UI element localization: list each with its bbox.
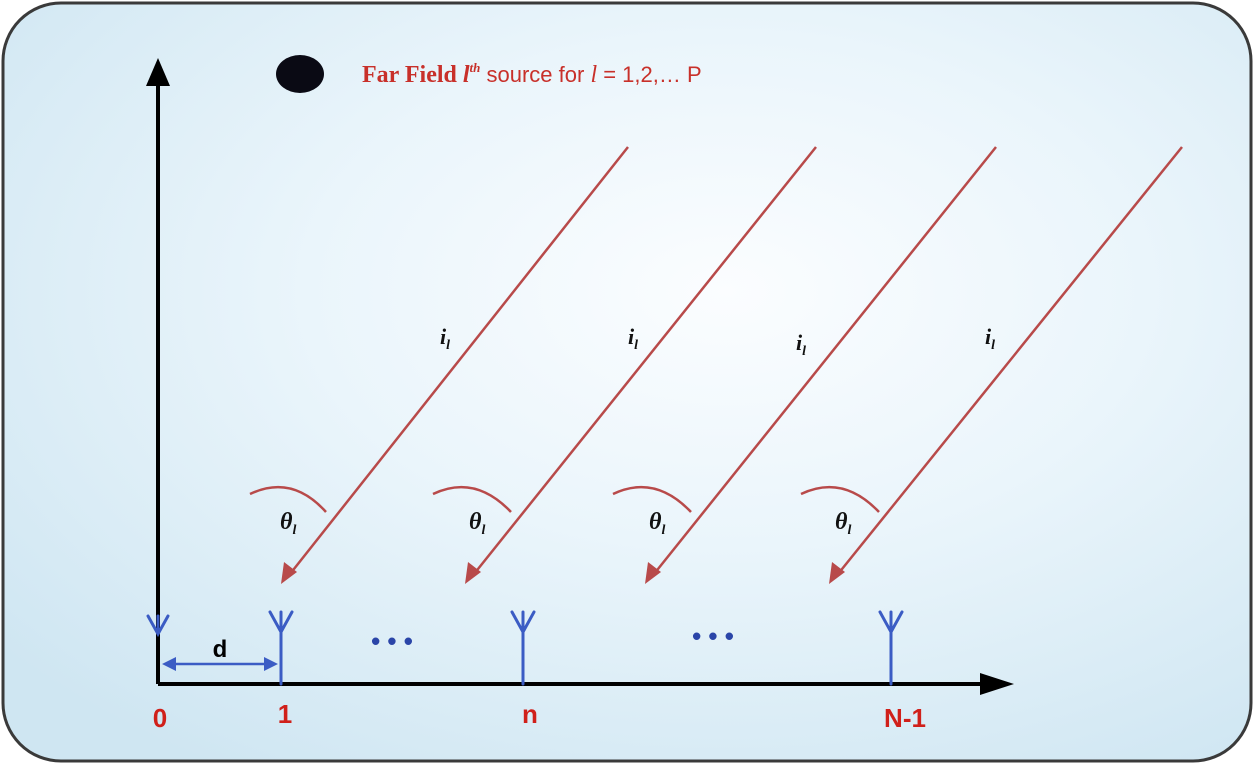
ray-label-3-sub: l xyxy=(802,344,806,359)
angle-label-4-base: θ xyxy=(835,509,848,535)
antenna-icon xyxy=(878,610,904,686)
spacing-indicator: d xyxy=(162,636,278,671)
spacing-arrowhead-left xyxy=(162,657,176,671)
angle-label-4-sub: l xyxy=(847,523,851,538)
antenna-elements xyxy=(146,610,904,686)
angle-label-3-base: θ xyxy=(649,509,662,535)
title-index-var: l xyxy=(590,62,597,88)
antenna-icon xyxy=(146,614,170,638)
angle-label-2-base: θ xyxy=(469,509,482,535)
ray-label-4: il xyxy=(985,324,995,353)
coordinate-axes xyxy=(146,58,1014,695)
ray-label-2-sub: l xyxy=(634,338,638,353)
incident-ray-1 xyxy=(289,146,629,575)
title-ordinal-var: l xyxy=(463,62,470,88)
ray-arrowhead-4 xyxy=(829,562,845,584)
angle-label-4: θl xyxy=(835,509,851,538)
spacing-arrowhead-right xyxy=(264,657,278,671)
ray-label-4-sub: l xyxy=(991,338,995,353)
antenna-element-0 xyxy=(146,614,170,638)
ray-label-4-base: i xyxy=(985,324,992,349)
far-field-source-dot xyxy=(276,55,324,93)
angle-label-2: θl xyxy=(469,509,485,538)
element-label-n-minus-1: N-1 xyxy=(884,703,926,733)
angle-labels: θl θl θl θl xyxy=(280,509,851,538)
ray-arrowhead-3 xyxy=(645,562,661,584)
title-part3: = 1,2,… P xyxy=(597,62,702,87)
ray-arrowheads xyxy=(281,562,845,584)
ray-label-2-base: i xyxy=(628,324,635,349)
angle-arc-4 xyxy=(800,485,880,513)
angle-label-1-base: θ xyxy=(280,509,293,535)
element-label-0: 0 xyxy=(153,703,167,733)
ray-arrowhead-1 xyxy=(281,562,297,584)
ray-label-3: il xyxy=(796,330,806,359)
antenna-element-n-minus-1 xyxy=(878,610,904,686)
angle-label-1: θl xyxy=(280,509,296,538)
ellipsis-left: • • • xyxy=(371,626,413,656)
spacing-label: d xyxy=(213,636,228,663)
angle-arcs xyxy=(249,485,880,513)
ellipsis-right: • • • xyxy=(692,621,734,651)
ray-labels: il il il il xyxy=(440,324,995,359)
incident-ray-3 xyxy=(653,146,997,575)
title-part1: Far Field xyxy=(362,62,463,88)
angle-label-3-sub: l xyxy=(661,523,665,538)
incident-rays xyxy=(289,146,1183,575)
angle-label-3: θl xyxy=(649,509,665,538)
element-label-1: 1 xyxy=(278,699,292,729)
incident-ray-4 xyxy=(837,146,1183,575)
angle-label-1-sub: l xyxy=(292,523,296,538)
ray-label-2: il xyxy=(628,324,638,353)
angle-arc-1 xyxy=(249,485,327,513)
angle-label-2-sub: l xyxy=(481,523,485,538)
incident-ray-2 xyxy=(473,146,817,575)
antenna-element-1 xyxy=(268,610,294,686)
ray-label-1: il xyxy=(440,324,450,353)
angle-arc-2 xyxy=(432,485,512,513)
x-axis-arrowhead xyxy=(980,673,1014,695)
title-part2: source for xyxy=(480,62,590,87)
ray-arrowhead-2 xyxy=(465,562,481,584)
ray-label-1-base: i xyxy=(440,324,447,349)
ray-label-3-base: i xyxy=(796,330,803,355)
antenna-icon xyxy=(268,610,294,686)
antenna-icon xyxy=(510,610,536,686)
element-labels: 0 1 n N-1 xyxy=(153,699,926,733)
source-title: Far Field lth source for l = 1,2,… P xyxy=(362,60,702,88)
ray-label-1-sub: l xyxy=(446,338,450,353)
angle-arc-3 xyxy=(612,485,692,513)
title-ordinal-sup: th xyxy=(470,60,481,75)
antenna-element-n xyxy=(510,610,536,686)
y-axis-arrowhead xyxy=(146,58,170,86)
element-label-n: n xyxy=(522,699,538,729)
